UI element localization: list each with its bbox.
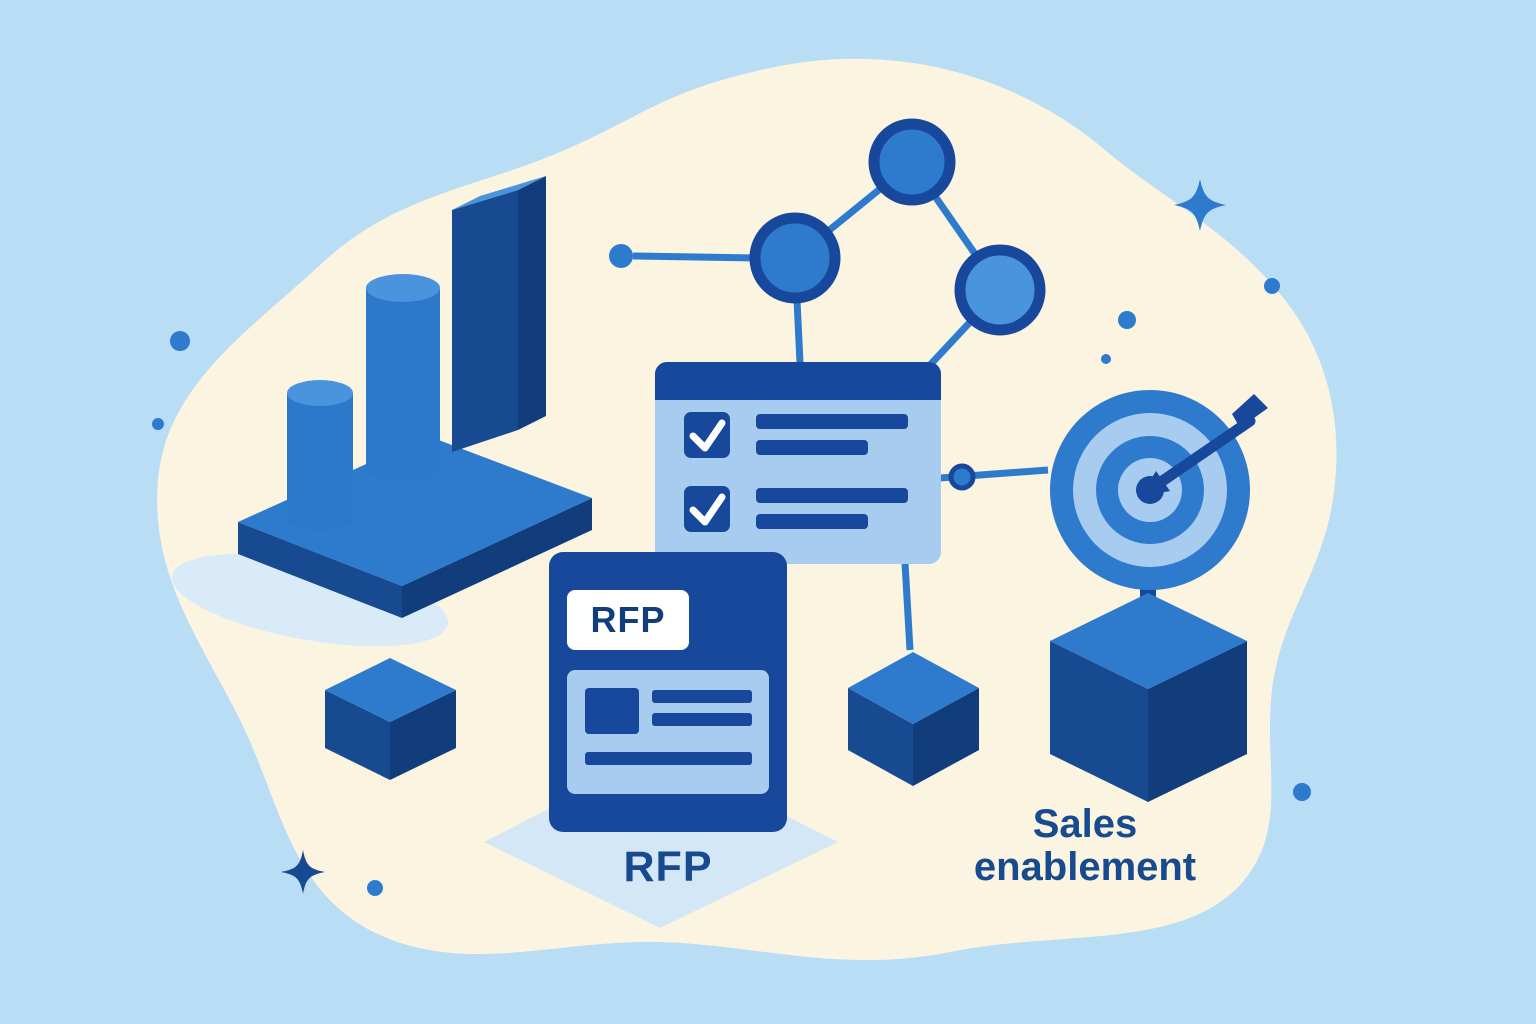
dot-icon [152,418,164,430]
checkmark-icon [689,493,726,526]
sales-caption-line2: enablement [973,845,1197,890]
tall-bar-right-face [518,176,546,430]
dart-icon [1140,394,1268,497]
pedestal-top-face [1050,593,1247,689]
rfp-caption: RFP [623,843,713,891]
target-icon [1050,390,1268,590]
dot-icon [367,880,383,896]
checklist-line [756,514,868,529]
bar-chart-icon [171,176,592,647]
cube-right-face [390,690,456,780]
checklist-line [756,440,868,455]
cube-right-face [913,688,979,786]
cube-left-face [848,688,913,786]
pedestal-right-face [1148,641,1247,802]
network-small-node [609,244,633,268]
cube-top-face [325,658,456,722]
dot-icon [1101,354,1111,364]
sales-caption-line1: Sales [1032,802,1138,846]
tall-bar-front-face [452,190,518,452]
document-text-line [652,713,752,726]
cylinder-bar-short-top [287,380,353,406]
rfp-document-icon [549,552,787,832]
network-connector-dot [948,463,976,491]
sparkle-icon [1174,179,1226,231]
cylinder-bar-medium-top [366,274,440,302]
document-thumbnail [585,688,639,734]
cube-icon-small [325,658,456,780]
checklist-line [756,414,908,429]
sales-enablement-caption: Sales enablement [930,802,1240,890]
cube-top-face [848,652,979,724]
network-node-right [954,244,1046,336]
decorations [152,179,1311,896]
cylinder-bar-short [287,393,353,531]
platform-left-face [238,522,402,618]
dot-icon [1264,278,1280,294]
rfp-document-label: RFP [590,599,666,640]
sparkle-icon [281,850,325,894]
checklist-card-header [655,362,941,400]
document-text-line [585,752,752,765]
tall-bar-top-face [452,176,546,210]
target-pedestal [1050,575,1247,802]
checklist-card-icon [655,362,941,564]
dot-icon [170,331,190,351]
cube-icon-medium [848,652,979,786]
pedestal-left-face [1050,641,1148,802]
network-node-top [868,118,956,206]
platform-right-face [402,498,592,618]
cube-left-face [325,690,390,780]
document-shadow [484,752,838,928]
dot-icon [1293,783,1311,801]
document-title-box [567,590,689,650]
dot-icon [1118,311,1136,329]
network-diagram-icon [609,118,1049,651]
checklist-line [756,488,908,503]
platform-top-face [238,436,592,586]
cylinder-bar-medium [366,288,440,482]
document-text-line [652,690,752,703]
checkmark-icon [689,419,726,452]
network-node-left [749,212,841,304]
